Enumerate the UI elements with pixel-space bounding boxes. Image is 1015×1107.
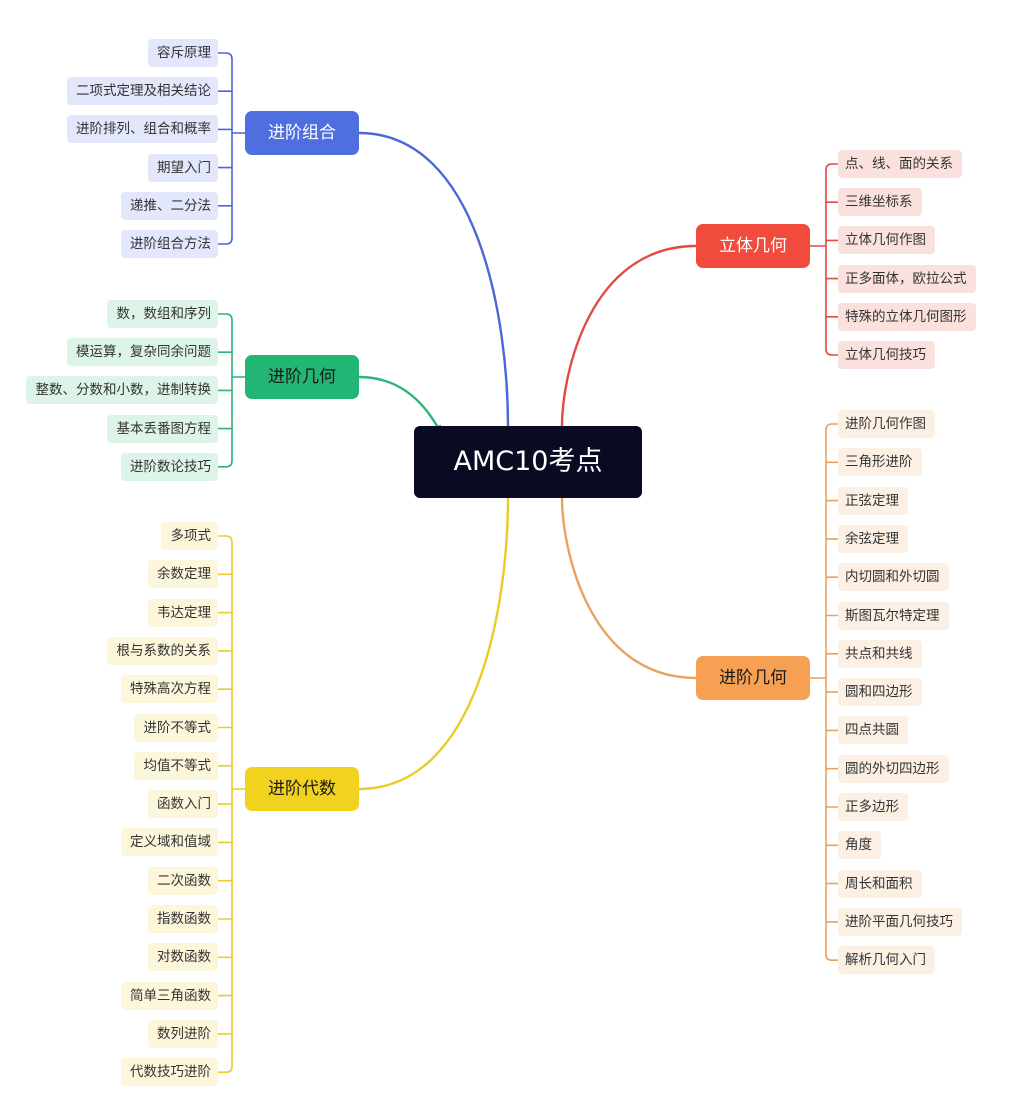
leaf-plane-geometry[interactable]: 正弦定理 [838,486,908,515]
leaf-algebra[interactable]: 简单三角函数 [121,981,218,1010]
leaf-algebra[interactable]: 余数定理 [148,560,218,589]
leaf-plane-geometry[interactable]: 正多边形 [838,793,908,821]
leaf-link-plane-geometry [825,953,839,961]
leaf-plane-geometry[interactable]: 余弦定理 [838,524,908,553]
leaf-number-theory[interactable]: 模运算，复杂同余问题 [67,338,218,367]
center-node[interactable]: AMC10考点 [414,426,642,498]
leaf-algebra[interactable]: 定义域和值域 [121,828,218,857]
branch-algebra[interactable]: 进阶代数 [245,767,359,811]
branch-combinatorics[interactable]: 进阶组合 [245,111,359,155]
leaf-algebra[interactable]: 韦达定理 [148,598,218,627]
leaf-plane-geometry[interactable]: 周长和面积 [838,869,922,898]
connector-solid-geometry [560,244,698,428]
leaf-combinatorics[interactable]: 容斥原理 [148,39,218,67]
leaf-number-theory[interactable]: 进阶数论技巧 [121,452,218,481]
leaf-algebra[interactable]: 数列进阶 [148,1019,218,1048]
leaf-plane-geometry[interactable]: 四点共圆 [838,716,908,745]
leaf-plane-geometry[interactable]: 解析几何入门 [838,946,935,975]
leaf-plane-geometry[interactable]: 圆的外切四边形 [838,754,949,783]
leaf-algebra[interactable]: 二次函数 [148,866,218,895]
leaf-algebra[interactable]: 指数函数 [148,905,218,933]
leaf-number-theory[interactable]: 整数、分数和小数，进制转换 [26,376,218,405]
leaf-number-theory[interactable]: 数，数组和序列 [107,300,218,328]
leaf-link-combinatorics [217,237,233,245]
leaf-link-algebra [217,535,233,543]
branch-number-theory[interactable]: 进阶几何 [245,355,359,399]
leaf-number-theory[interactable]: 基本丢番图方程 [107,414,218,443]
leaf-algebra[interactable]: 函数入门 [148,790,218,819]
connector-algebra [357,496,510,791]
leaf-plane-geometry[interactable]: 斯图瓦尔特定理 [838,601,949,630]
leaf-link-algebra [217,1065,233,1073]
connector-combinatorics [357,131,510,428]
leaf-link-plane-geometry [825,423,839,431]
leaf-link-number-theory [217,460,233,468]
leaf-plane-geometry[interactable]: 圆和四边形 [838,678,922,707]
leaf-plane-geometry[interactable]: 三角形进阶 [838,448,922,477]
connector-number-theory [357,375,442,430]
branch-plane-geometry[interactable]: 进阶几何 [696,656,810,700]
leaf-solid-geometry[interactable]: 特殊的立体几何图形 [838,302,976,331]
leaf-link-combinatorics [217,52,233,60]
leaf-combinatorics[interactable]: 二项式定理及相关结论 [67,77,218,106]
leaf-solid-geometry[interactable]: 正多面体，欧拉公式 [838,264,976,293]
leaf-algebra[interactable]: 特殊高次方程 [121,675,218,704]
leaf-link-number-theory [217,313,233,321]
leaf-plane-geometry[interactable]: 角度 [838,831,881,860]
leaf-link-solid-geometry [825,348,839,356]
leaf-combinatorics[interactable]: 进阶组合方法 [121,230,218,258]
leaf-combinatorics[interactable]: 进阶排列、组合和概率 [67,115,218,144]
leaf-algebra[interactable]: 进阶不等式 [134,713,218,742]
leaf-solid-geometry[interactable]: 立体几何技巧 [838,341,935,369]
leaf-plane-geometry[interactable]: 内切圆和外切圆 [838,563,949,592]
leaf-solid-geometry[interactable]: 立体几何作图 [838,226,935,255]
leaf-plane-geometry[interactable]: 进阶平面几何技巧 [838,907,962,936]
leaf-link-solid-geometry [825,163,839,171]
leaf-algebra[interactable]: 根与系数的关系 [107,636,218,665]
leaf-plane-geometry[interactable]: 共点和共线 [838,639,922,668]
branch-solid-geometry[interactable]: 立体几何 [696,224,810,268]
leaf-combinatorics[interactable]: 期望入门 [148,153,218,182]
leaf-plane-geometry[interactable]: 进阶几何作图 [838,410,935,438]
leaf-algebra[interactable]: 代数技巧进阶 [121,1058,218,1087]
leaf-algebra[interactable]: 对数函数 [148,943,218,972]
leaf-solid-geometry[interactable]: 点、线、面的关系 [838,150,962,178]
leaf-solid-geometry[interactable]: 三维坐标系 [838,188,922,217]
leaf-combinatorics[interactable]: 递推、二分法 [121,191,218,220]
leaf-algebra[interactable]: 多项式 [161,522,218,550]
connector-plane-geometry [560,496,698,680]
leaf-algebra[interactable]: 均值不等式 [134,751,218,780]
